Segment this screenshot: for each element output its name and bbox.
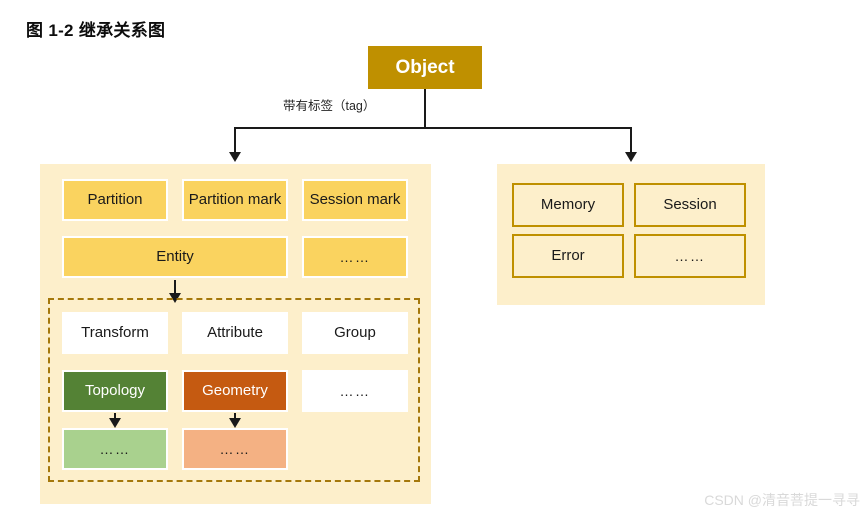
node-memory[interactable]: Memory <box>512 183 624 227</box>
node-geometry-label: Geometry <box>202 382 268 400</box>
arrowhead-right-branch-icon <box>625 152 637 162</box>
node-ellipsis-geometry-children[interactable]: …… <box>182 428 288 470</box>
connector-horizontal-bus <box>234 127 632 129</box>
node-entity[interactable]: Entity <box>62 236 288 278</box>
node-ellipsis-topology-children-label: …… <box>99 440 131 457</box>
figure-title: 图 1-2 继承关系图 <box>26 21 166 40</box>
node-ellipsis-right-panel-label: …… <box>674 247 706 264</box>
node-attribute-label: Attribute <box>207 324 263 342</box>
edge-label-tag: 带有标签（tag） <box>281 95 378 114</box>
node-memory-label: Memory <box>540 196 596 214</box>
node-topology-label: Topology <box>84 382 146 400</box>
node-session-mark-label: Session mark <box>309 191 401 209</box>
connector-root-stem <box>424 89 426 128</box>
arrow-topology-to-children-icon <box>109 413 121 428</box>
connector-right-branch <box>630 127 632 154</box>
node-ellipsis-topology-row-label: …… <box>339 382 371 399</box>
node-ellipsis-entity-row-label: …… <box>339 248 371 265</box>
node-ellipsis-geometry-children-label: …… <box>219 440 251 457</box>
node-ellipsis-right-panel[interactable]: …… <box>634 234 746 278</box>
arrow-geometry-to-children-icon <box>229 413 241 428</box>
node-attribute[interactable]: Attribute <box>182 312 288 354</box>
node-error[interactable]: Error <box>512 234 624 278</box>
connector-left-branch <box>234 127 236 154</box>
node-geometry[interactable]: Geometry <box>182 370 288 412</box>
node-object[interactable]: Object <box>368 46 482 89</box>
entity-subtypes-dashed-group <box>48 298 420 482</box>
watermark: CSDN @清音菩提一寻寻 <box>704 492 860 508</box>
node-topology[interactable]: Topology <box>62 370 168 412</box>
node-entity-label: Entity <box>156 248 194 266</box>
arrowhead-left-branch-icon <box>229 152 241 162</box>
node-group-label: Group <box>334 324 376 342</box>
node-ellipsis-topology-children[interactable]: …… <box>62 428 168 470</box>
node-group[interactable]: Group <box>302 312 408 354</box>
node-partition-mark-label: Partition mark <box>188 191 282 209</box>
node-ellipsis-topology-row[interactable]: …… <box>302 370 408 412</box>
node-session-label: Session <box>663 196 717 214</box>
node-ellipsis-entity-row[interactable]: …… <box>302 236 408 278</box>
node-error-label: Error <box>551 247 585 265</box>
node-session[interactable]: Session <box>634 183 746 227</box>
node-transform[interactable]: Transform <box>62 312 168 354</box>
node-partition-label: Partition <box>87 191 143 209</box>
node-transform-label: Transform <box>81 324 149 342</box>
arrow-entity-to-subtypes-icon <box>169 280 181 303</box>
node-object-label: Object <box>395 56 455 78</box>
node-session-mark[interactable]: Session mark <box>302 179 408 221</box>
node-partition[interactable]: Partition <box>62 179 168 221</box>
node-partition-mark[interactable]: Partition mark <box>182 179 288 221</box>
